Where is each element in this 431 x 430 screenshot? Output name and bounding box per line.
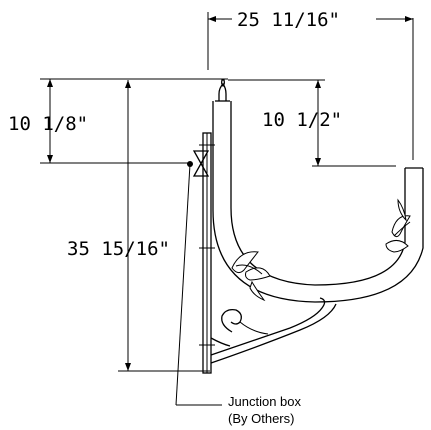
leaf-ornament-upper <box>385 198 411 253</box>
dimension-overall-width: 25 11/16" <box>207 9 414 160</box>
bracket-arm <box>212 101 424 303</box>
dimension-overall-height: 35 15/16" <box>67 80 210 372</box>
junction-box-note: Junction box (By Others) <box>228 394 301 426</box>
leaf-ornament-lower <box>231 251 271 302</box>
dimension-left-height: 10 1/8" <box>8 78 228 164</box>
dimension-label-overall-width: 25 11/16" <box>237 9 340 31</box>
callout-line2: (By Others) <box>228 411 294 426</box>
dimension-label-left-height: 10 1/8" <box>8 113 88 135</box>
dimension-label-overall-height: 35 15/16" <box>67 238 170 260</box>
finial <box>215 79 230 102</box>
junction-box-symbol <box>187 150 210 177</box>
dimension-label-arm-drop: 10 1/2" <box>262 109 342 131</box>
scroll-support <box>210 297 337 364</box>
callout-line1: Junction box <box>228 394 301 409</box>
junction-box-leader <box>175 163 222 406</box>
dimension-arm-drop: 10 1/2" <box>228 79 396 167</box>
